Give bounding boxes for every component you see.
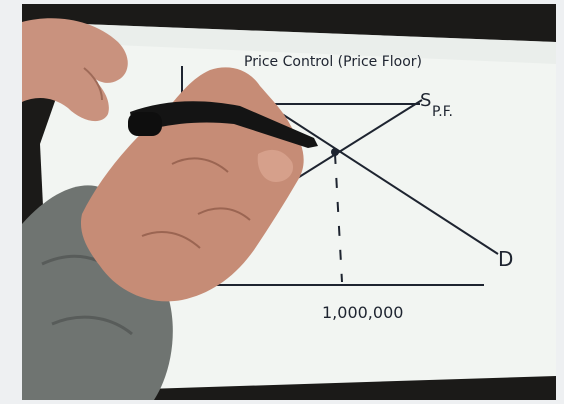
supply-label: S [420,90,431,111]
marker-cap [128,112,162,136]
demand-curve [281,113,499,255]
fingertip [257,149,294,182]
diagram-title: Price Control (Price Floor) [244,54,422,70]
demand-label: D [498,247,513,271]
equilibrium-point [331,148,339,156]
photo-scene: Price Control (Price Floor) S P.F. D 1,0… [22,4,556,400]
paper-shade [82,24,556,64]
photo: Price Control (Price Floor) S P.F. D 1,0… [22,4,556,400]
quantity-label: 1,000,000 [322,303,403,322]
price-floor-label: P.F. [432,104,453,120]
marker-pen [130,101,318,148]
hand-creases [141,157,251,249]
left-hand-crease [83,67,103,101]
